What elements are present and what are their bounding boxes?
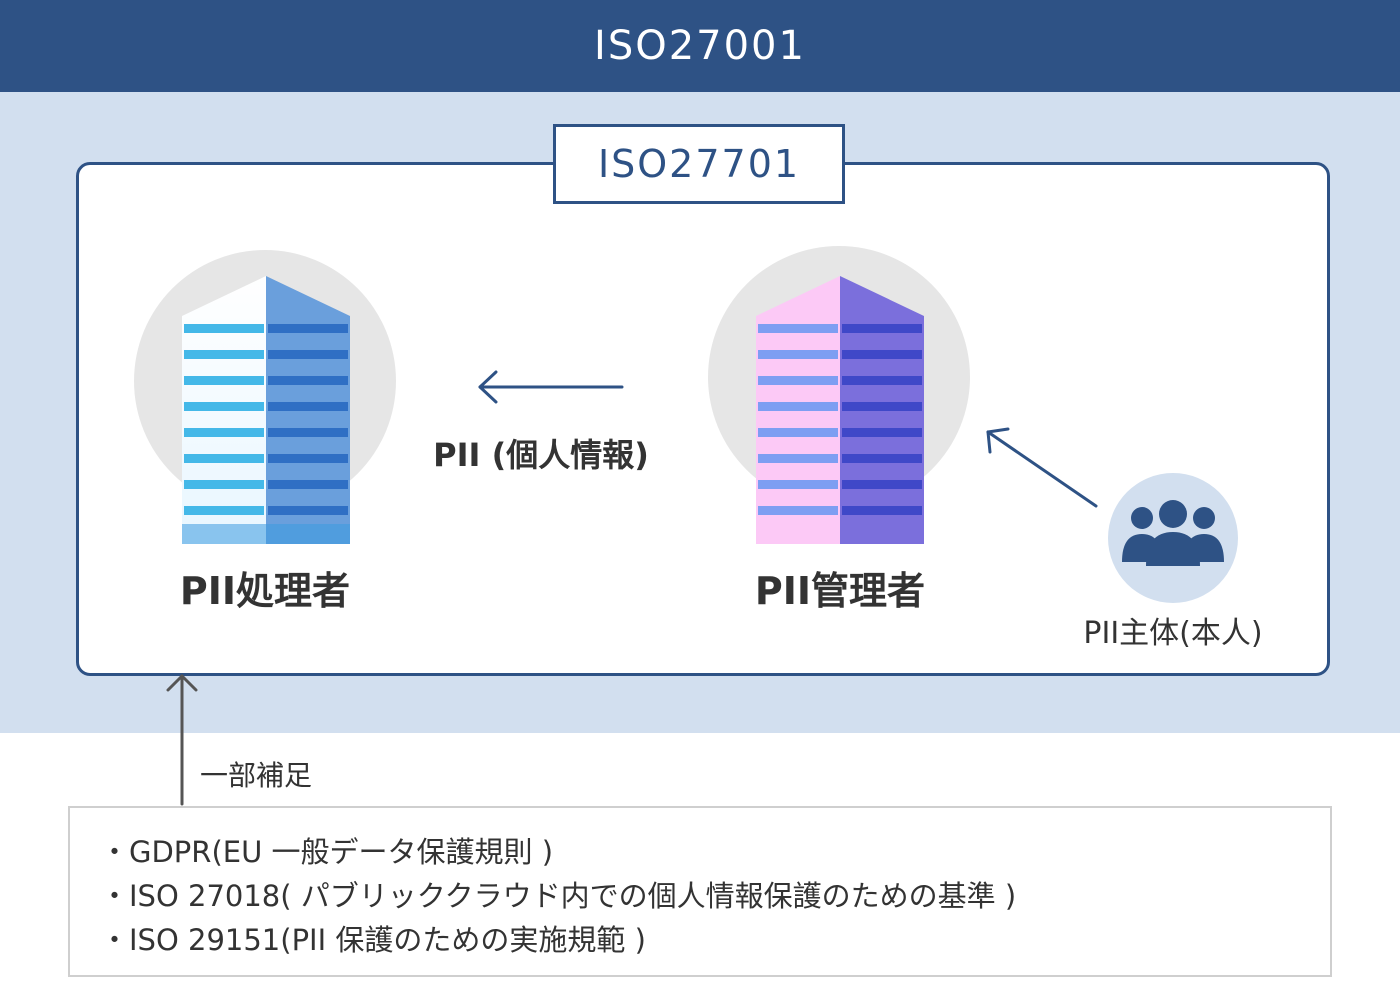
controller-label: PII管理者 [754,569,926,613]
outer-standard-title: ISO27001 [594,23,806,69]
pii-flow-label: PII (個人情報) [433,436,649,474]
subject-label: PII主体(本人) [1083,616,1263,651]
arrow-subject-to-controller [986,427,1098,508]
note-gdpr: ・GDPR(EU 一般データ保護規則 ) [100,835,554,869]
processor-label: PII処理者 [179,569,351,613]
arrow-supplement [166,674,198,806]
controller-building-icon [756,276,924,544]
supplement-notes-box: ・GDPR(EU 一般データ保護規則 ) ・ISO 27018( パブリッククラ… [68,806,1332,977]
people-group-icon [1122,500,1224,566]
processor-building-icon [182,276,350,544]
note-iso29151: ・ISO 29151(PII 保護のための実施規範 ) [100,923,646,957]
arrow-controller-to-processor [478,370,624,404]
note-iso27018: ・ISO 27018( パブリッククラウド内での個人情報保護のための基準 ) [100,879,1017,913]
supplement-label: 一部補足 [200,759,313,792]
iso27001-header: ISO27001 [0,0,1400,92]
inner-standard-title: ISO27701 [553,124,845,204]
